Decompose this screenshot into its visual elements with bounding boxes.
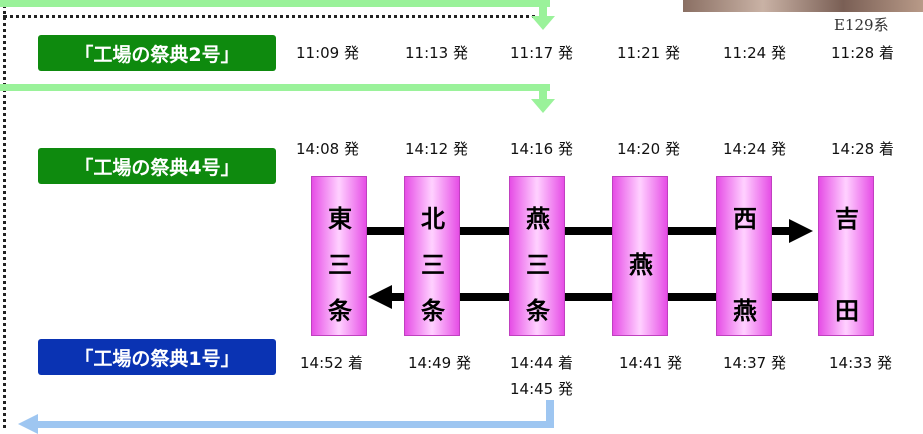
arrow-down-icon (531, 99, 555, 113)
flow-line-blue-drop (546, 400, 554, 428)
train-1-time: 14:49 発 (408, 354, 471, 372)
train-2-time: 11:09 発 (296, 44, 359, 62)
train-4-time: 14:12 発 (405, 140, 468, 158)
train-2-time: 11:28 着 (831, 44, 894, 62)
train-4-time: 14:16 発 (510, 140, 573, 158)
train-1-time: 14:52 着 (300, 354, 363, 372)
station-char: 三 (421, 251, 445, 279)
flow-line-green-top-drop (539, 0, 547, 18)
flow-line-green-middle (0, 84, 550, 91)
train-photo (683, 0, 923, 12)
station-char: 燕 (733, 297, 757, 325)
train-4-time: 14:08 発 (296, 140, 359, 158)
station-char: 北 (421, 205, 445, 233)
arrow-left-icon (18, 414, 38, 434)
train-2-time: 11:24 発 (723, 44, 786, 62)
train-2-label: 「工場の祭典2号」 (38, 35, 276, 71)
train-2-time: 11:17 発 (510, 44, 573, 62)
station-tsubame-sanjo: 燕 三 条 (509, 176, 565, 336)
station-char: 条 (421, 297, 445, 325)
arrow-down-icon (531, 16, 555, 30)
station-tsubame: 燕 (612, 176, 668, 336)
train-1-time: 14:44 着 (510, 354, 573, 372)
station-char: 燕 (629, 251, 653, 279)
train-4-label: 「工場の祭典4号」 (38, 148, 276, 184)
photo-caption: E129系 (834, 16, 889, 34)
train-1-time: 14:33 発 (829, 354, 892, 372)
arrow-right-icon (789, 219, 813, 243)
station-char: 吉 (835, 205, 859, 233)
station-char: 条 (328, 297, 352, 325)
train-1-time: 14:41 発 (619, 354, 682, 372)
station-kita-sanjo: 北 三 条 (404, 176, 460, 336)
train-4-time: 14:20 発 (617, 140, 680, 158)
station-char: 田 (835, 297, 859, 325)
train-1-extra-time: 14:45 発 (510, 380, 573, 398)
station-char: 三 (526, 251, 550, 279)
train-2-time: 11:21 発 (617, 44, 680, 62)
station-nishi-tsubame: 西 燕 (716, 176, 772, 336)
station-char: 条 (526, 297, 550, 325)
station-char: 東 (328, 205, 352, 233)
dotted-boundary-horizontal (3, 15, 543, 18)
station-char: 燕 (526, 205, 550, 233)
track-forward (356, 227, 794, 235)
train-4-time: 14:24 発 (723, 140, 786, 158)
train-4-time: 14:28 着 (831, 140, 894, 158)
station-char: 三 (328, 251, 352, 279)
station-char: 西 (733, 205, 757, 233)
flow-line-blue-bottom (36, 421, 554, 428)
train-2-time: 11:13 発 (405, 44, 468, 62)
train-1-label: 「工場の祭典1号」 (38, 339, 276, 375)
arrow-left-icon (368, 285, 392, 309)
train-1-time: 14:37 発 (723, 354, 786, 372)
dotted-boundary-vertical (3, 0, 6, 428)
flow-line-green-top (0, 0, 550, 7)
station-yoshida: 吉 田 (818, 176, 874, 336)
flow-line-green-middle-drop (539, 84, 547, 100)
station-higashi-sanjo: 東 三 条 (311, 176, 367, 336)
